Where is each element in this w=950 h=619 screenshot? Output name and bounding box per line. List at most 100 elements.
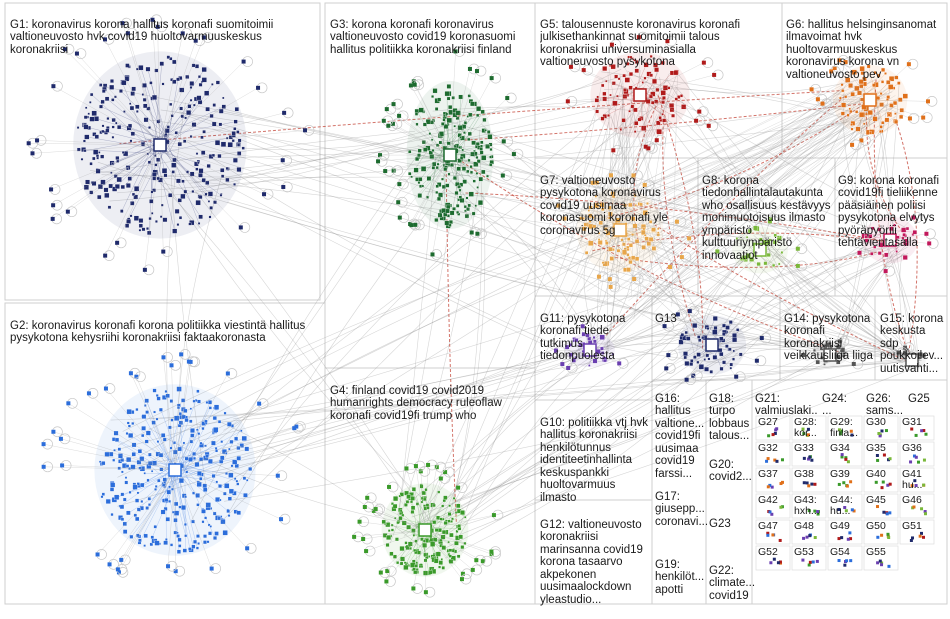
node (451, 518, 453, 520)
node (601, 84, 604, 87)
group-label-g49: G49 (830, 521, 862, 532)
node (806, 481, 809, 484)
node (234, 478, 236, 480)
node (225, 178, 229, 182)
node (442, 566, 445, 569)
node (725, 326, 729, 330)
node (386, 124, 390, 128)
node (882, 481, 885, 484)
group-label-g25: G25 (908, 380, 948, 418)
node (163, 218, 167, 222)
node (880, 125, 883, 128)
node (182, 180, 185, 183)
node (767, 485, 770, 488)
node (617, 249, 620, 252)
node (210, 567, 214, 571)
node (424, 590, 428, 594)
node (470, 231, 474, 235)
node (175, 209, 179, 213)
node (165, 498, 168, 501)
node (400, 510, 402, 512)
group-label-g52: G52 (758, 547, 790, 558)
node (165, 538, 167, 540)
group-label-g23: G23 (709, 505, 749, 543)
node (481, 559, 485, 563)
node (215, 140, 220, 145)
node (467, 138, 470, 141)
node (364, 549, 368, 553)
node (855, 110, 858, 113)
node (875, 481, 878, 484)
node (411, 506, 415, 510)
node (262, 192, 266, 196)
node (448, 520, 451, 523)
node (456, 204, 459, 207)
node (447, 97, 450, 100)
node (128, 433, 133, 438)
node (847, 114, 850, 117)
node (803, 481, 806, 484)
node (228, 514, 230, 516)
group-label-g33: G33 (794, 443, 826, 454)
node (132, 193, 135, 196)
node (690, 359, 693, 362)
node (847, 538, 850, 541)
node (30, 151, 34, 155)
node (243, 493, 247, 497)
node (196, 153, 198, 155)
node (108, 206, 111, 209)
node (149, 199, 153, 203)
node (60, 463, 64, 467)
node (608, 277, 612, 281)
node (212, 122, 216, 126)
node (213, 512, 216, 515)
node (126, 511, 130, 515)
node (135, 517, 139, 521)
node (719, 337, 723, 341)
node (157, 479, 160, 482)
node (42, 442, 46, 446)
node (689, 362, 693, 366)
node (876, 536, 879, 539)
node (609, 94, 611, 96)
node (414, 168, 419, 173)
node (172, 229, 177, 234)
node (877, 432, 880, 435)
node (142, 93, 144, 95)
node (566, 99, 570, 103)
node (876, 454, 879, 457)
node (238, 139, 241, 142)
node (189, 420, 192, 423)
node (98, 151, 100, 153)
node (130, 106, 134, 110)
node (202, 520, 205, 523)
node (112, 459, 115, 462)
node (84, 135, 89, 140)
node (176, 78, 179, 81)
node (128, 467, 131, 470)
node (116, 156, 120, 160)
node (415, 113, 418, 116)
node (873, 117, 878, 122)
node (171, 163, 176, 168)
node (659, 116, 662, 119)
node (404, 466, 408, 470)
node (438, 193, 443, 198)
node (657, 129, 662, 134)
node (666, 353, 670, 357)
node (841, 112, 845, 116)
node (133, 485, 138, 490)
node (35, 138, 39, 142)
node (51, 430, 55, 434)
node (470, 102, 474, 106)
node (92, 157, 95, 160)
node (242, 147, 245, 150)
group-label-g45: G45 (866, 495, 898, 506)
node (894, 120, 898, 124)
node (168, 500, 171, 503)
node (838, 483, 841, 486)
node (138, 539, 141, 542)
node (439, 131, 444, 136)
group-label-g43: G43:hxh... (794, 495, 826, 517)
